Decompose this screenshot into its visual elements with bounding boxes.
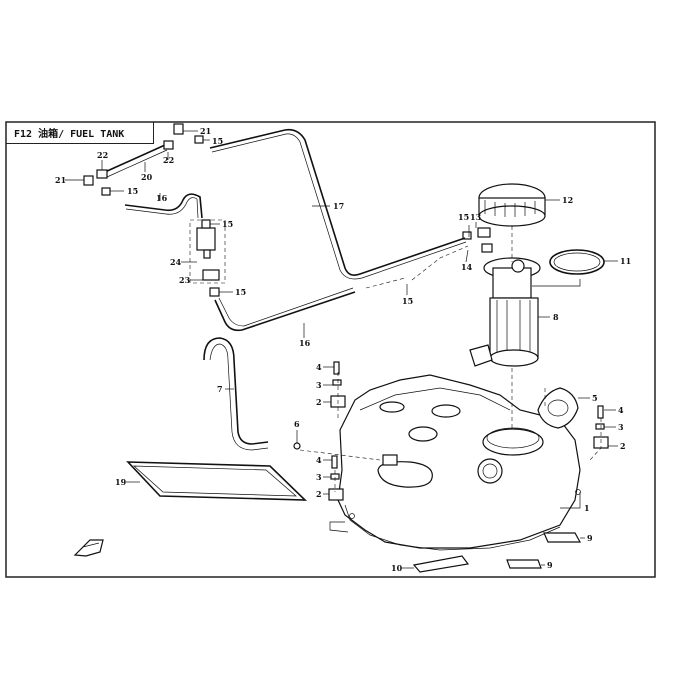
- callout-9: 9: [547, 560, 553, 570]
- fuel-tank: [329, 374, 581, 551]
- tank-filler-neck: [482, 428, 544, 456]
- callout-4: 4: [618, 405, 624, 415]
- assembly-lines: [299, 226, 602, 492]
- tank-pump-port: [477, 458, 503, 484]
- callout-10: 10: [391, 563, 403, 573]
- callout-4: 4: [316, 455, 322, 465]
- callout-23: 23: [179, 275, 191, 285]
- callout-12: 12: [562, 195, 573, 205]
- diagram-frame: [5, 121, 656, 578]
- callout-20: 20: [141, 172, 153, 182]
- fuel-tank-cap: [537, 387, 579, 429]
- callout-2: 2: [316, 489, 322, 499]
- fuel-filter: [189, 219, 226, 297]
- diagram-title: F12 油箱/ FUEL TANK: [6, 122, 154, 144]
- callout-21: 21: [55, 175, 66, 185]
- callout-2: 2: [620, 441, 626, 451]
- callout-14: 14: [461, 262, 473, 272]
- callout-labels: 21 15 22 22 20 21 15 16 17 15 24 23 15 1…: [55, 126, 631, 573]
- fuel-pump-assembly: [469, 257, 541, 367]
- callout-3: 3: [618, 422, 624, 432]
- callout-7: 7: [217, 384, 223, 394]
- callout-19: 19: [115, 477, 127, 487]
- callout-15: 15: [235, 287, 246, 297]
- callout-4: 4: [316, 362, 322, 372]
- callout-15: 15: [458, 212, 469, 222]
- callout-21: 21: [200, 126, 211, 136]
- callout-16: 16: [156, 193, 168, 203]
- callout-15: 15: [402, 296, 413, 306]
- callout-24: 24: [170, 257, 182, 267]
- callout-5: 5: [592, 393, 598, 403]
- pump-gasket: [549, 249, 605, 275]
- callout-15: 15: [127, 186, 138, 196]
- callout-22: 22: [97, 150, 108, 160]
- callout-17: 17: [333, 201, 344, 211]
- callout-11: 11: [620, 256, 631, 266]
- callout-6: 6: [294, 419, 300, 429]
- callout-16: 16: [299, 338, 311, 348]
- callout-8: 8: [553, 312, 559, 322]
- fuel-hose-20: [83, 123, 204, 196]
- tank-recess: [379, 401, 405, 413]
- pump-lock-ring: [478, 183, 546, 227]
- callout-22: 22: [163, 155, 174, 165]
- callout-3: 3: [316, 472, 322, 482]
- callout-1: 1: [584, 503, 590, 513]
- fuel-hose-16-lower: [214, 287, 356, 332]
- callout-3: 3: [316, 380, 322, 390]
- pump-fittings: [462, 227, 493, 253]
- fuel-hose-16-upper: [124, 193, 203, 219]
- breather-hose-7: [203, 337, 269, 451]
- callout-15: 15: [222, 219, 233, 229]
- front-direction-arrow-icon: [73, 539, 104, 557]
- protective-pads: [126, 461, 582, 573]
- callout-9: 9: [587, 533, 593, 543]
- leader-lines: [65, 130, 618, 569]
- callout-13: 13: [470, 212, 482, 222]
- callout-2: 2: [316, 397, 322, 407]
- callout-15: 15: [212, 136, 223, 146]
